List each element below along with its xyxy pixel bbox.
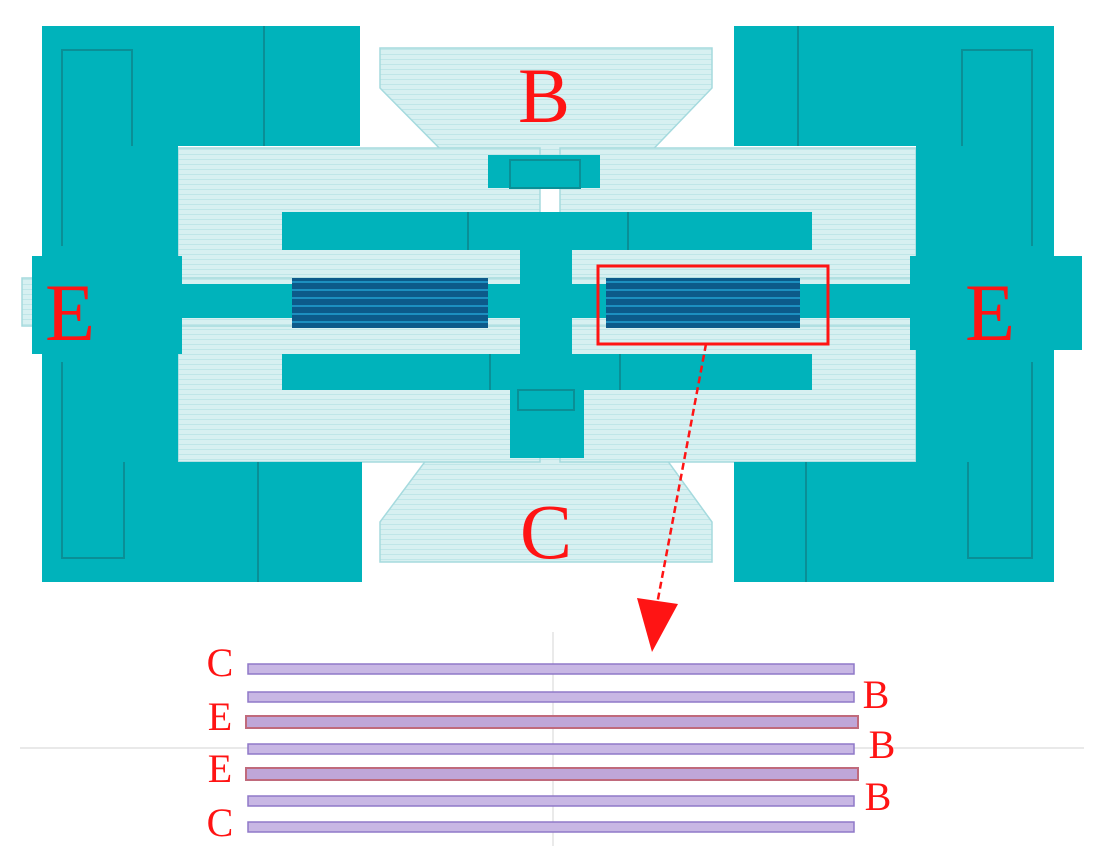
- inset-label-b-2: B: [869, 722, 896, 767]
- zoom-highlight-box: [596, 264, 830, 346]
- left-finger-array: [292, 278, 488, 328]
- right-finger-stripe: [606, 313, 800, 315]
- inset-label-e-upper: E: [208, 694, 232, 739]
- emitter-left-label: E: [45, 267, 95, 358]
- right-pad-tab: [910, 256, 1082, 350]
- left-finger-block: [292, 278, 488, 328]
- base-label: B: [518, 52, 570, 139]
- zoom-arrow-head: [637, 598, 678, 652]
- collector-strip: [247, 821, 855, 833]
- right-finger-array: [606, 278, 800, 328]
- emitter-strip: [245, 767, 859, 781]
- inset-label-b-1: B: [863, 672, 890, 717]
- base-contact-inner: [509, 159, 581, 189]
- right-pad-outline-bottom: [967, 362, 1033, 559]
- inset-label-e-lower: E: [208, 746, 232, 791]
- zoom-arrow-line: [653, 343, 708, 616]
- right-emitter-pad: [734, 26, 1082, 582]
- right-finger-block: [606, 278, 800, 328]
- upper-bar: [282, 212, 812, 250]
- right-finger-stripe: [606, 321, 800, 323]
- left-pad-tab: [32, 256, 182, 354]
- left-emitter-pad: [32, 26, 362, 582]
- collector-contact: [510, 388, 584, 458]
- inset-detail: C E E C B B B: [20, 632, 1084, 846]
- inset-label-c-bottom: C: [207, 800, 234, 845]
- right-pad-outline-top: [961, 49, 1033, 246]
- emitter-right-label: E: [965, 267, 1015, 358]
- collector-label: C: [520, 488, 572, 575]
- left-finger-stripe: [292, 313, 488, 315]
- emitter-strip: [245, 715, 859, 729]
- left-pad-outline-bottom: [61, 362, 125, 559]
- right-pad-bottom: [734, 462, 1054, 582]
- horizontal-strip: [178, 284, 910, 318]
- left-finger-stripe: [292, 321, 488, 323]
- right-finger-stripe: [606, 297, 800, 299]
- right-finger-stripe: [606, 305, 800, 307]
- base-strip: [247, 795, 855, 807]
- left-finger-stripe: [292, 281, 488, 283]
- left-finger-stripe: [292, 305, 488, 307]
- inset-label-b-3: B: [865, 774, 892, 819]
- base-strip: [247, 743, 855, 755]
- collector-contact-inner: [517, 389, 575, 411]
- right-finger-stripe: [606, 281, 800, 283]
- lower-bar: [282, 354, 812, 390]
- base-strip: [247, 691, 855, 703]
- left-finger-stripe: [292, 297, 488, 299]
- left-pad-bottom: [42, 462, 362, 582]
- inset-label-c-top: C: [207, 640, 234, 685]
- collector-strip: [247, 663, 855, 675]
- left-pad-outline-top: [61, 49, 133, 246]
- left-finger-stripe: [292, 289, 488, 291]
- right-finger-stripe: [606, 289, 800, 291]
